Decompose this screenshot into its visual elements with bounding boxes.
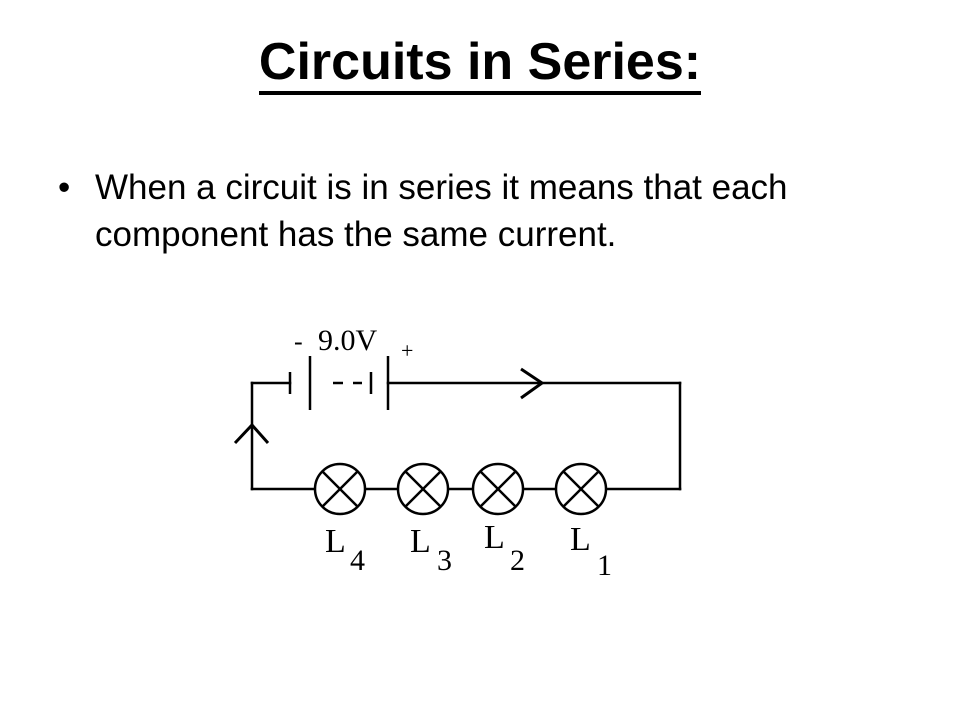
battery-negative-label: -	[294, 327, 303, 356]
bullet-list: • When a circuit is in series it means t…	[58, 164, 878, 258]
current-arrow-up-icon	[233, 422, 270, 445]
lamp-label-letter: L	[325, 523, 346, 560]
lamp-label-letter: L	[570, 521, 591, 558]
lamp-label-subscript: 2	[510, 544, 525, 577]
lamp-icon	[471, 462, 525, 516]
lamp-icon	[554, 462, 608, 516]
bullet-item: • When a circuit is in series it means t…	[58, 164, 878, 258]
bullet-marker: •	[58, 168, 71, 207]
lamp-icon	[313, 462, 367, 516]
battery-voltage-label: 9.0V	[318, 324, 378, 357]
battery-positive-label: +	[401, 338, 413, 363]
lamp-label-subscript: 3	[437, 544, 452, 577]
bullet-text: When a circuit is in series it means tha…	[95, 168, 788, 254]
lamp-label-subscript: 1	[597, 549, 612, 582]
lamp-label-letter: L	[484, 519, 505, 556]
battery-symbol	[288, 356, 390, 410]
slide-title: Circuits in Series:	[0, 24, 960, 100]
lamp-label-subscript: 4	[350, 544, 365, 577]
slide-title-text: Circuits in Series:	[258, 33, 702, 95]
lamp-icon	[396, 462, 450, 516]
lamp-label-letter: L	[410, 523, 431, 560]
current-arrow-right-icon	[520, 367, 545, 400]
